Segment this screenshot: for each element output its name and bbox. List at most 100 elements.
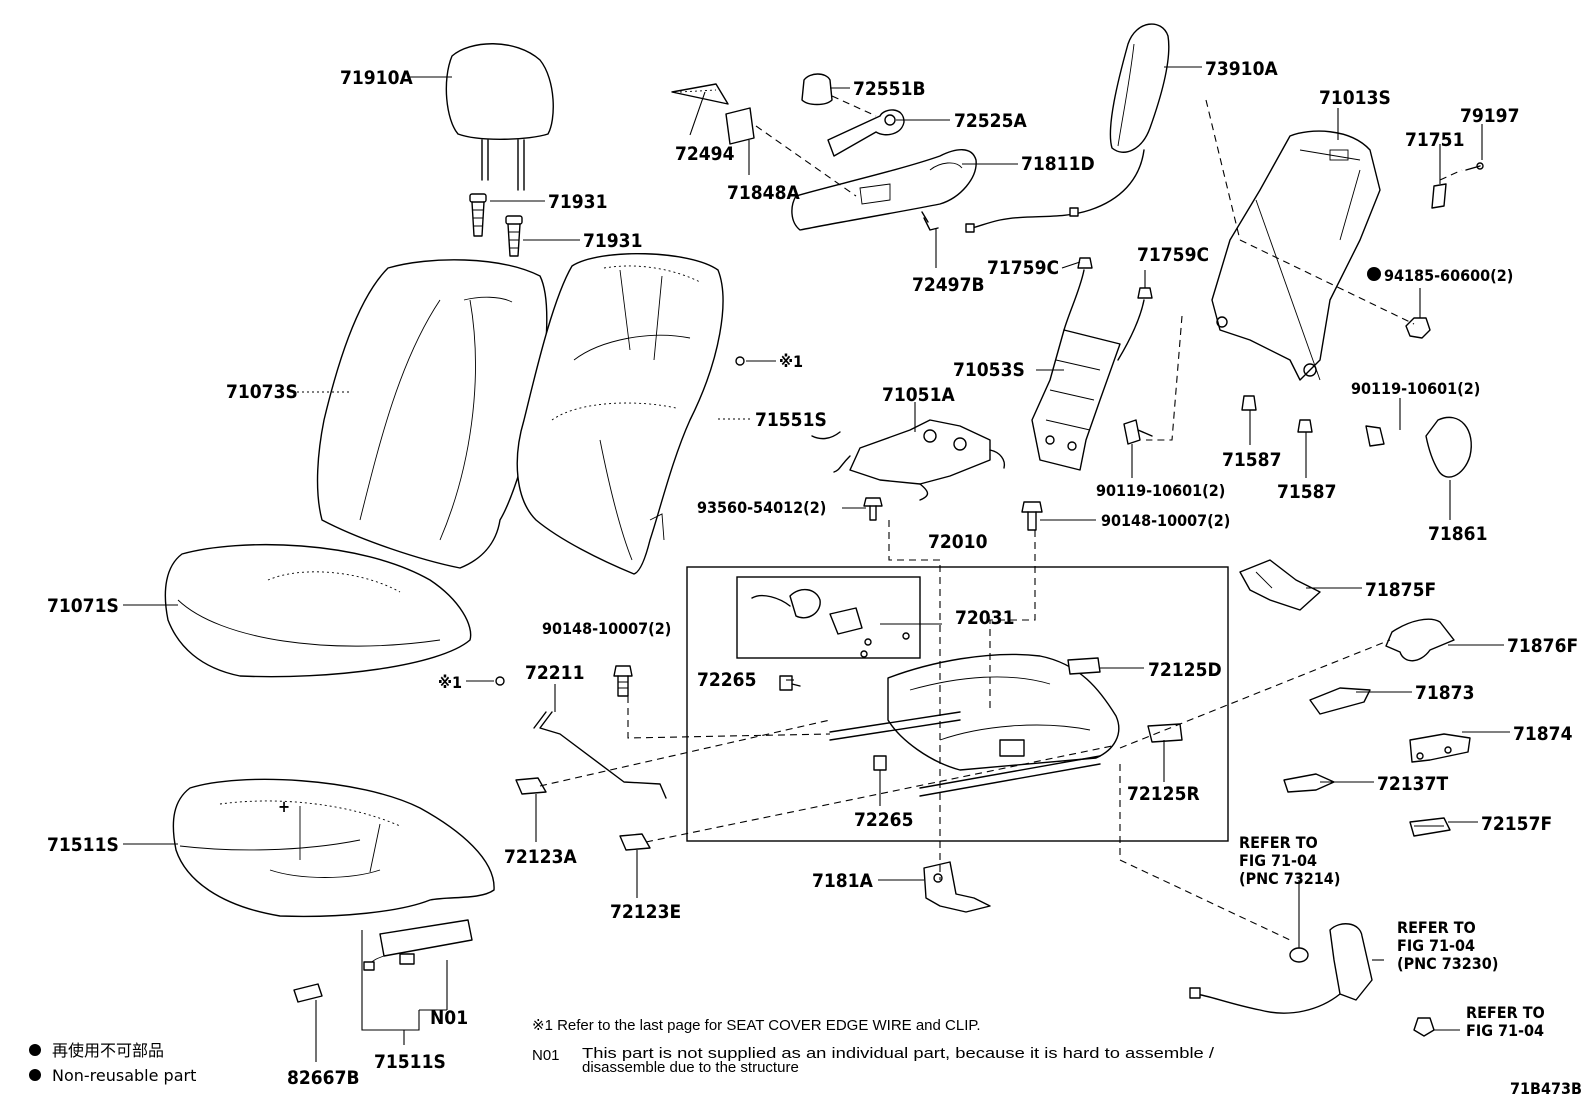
label-82667B: 82667B [287, 1067, 360, 1089]
label-90119-10601-a: 90119-10601(2) [1096, 481, 1225, 500]
label-90148-10007-b: 90148-10007(2) [542, 619, 671, 638]
label-72123E: 72123E [610, 901, 681, 923]
label-72123A: 72123A [504, 846, 577, 868]
label-72551B: 72551B [853, 78, 926, 100]
bolt-90148-10007-a [1021, 501, 1043, 531]
bushing-71587-a [1241, 395, 1257, 411]
label-71875F: 71875F [1365, 579, 1436, 601]
svg-text:REFER TO: REFER TO [1466, 1003, 1545, 1022]
screw-93560-54012 [863, 497, 883, 521]
clip-72497B [921, 211, 939, 231]
cover-71848A [725, 107, 755, 145]
label-73910A: 73910A [1205, 58, 1278, 80]
label-N01: N01 [430, 1007, 468, 1029]
part-labels: 71910A 71931 71931 71073S 71551S ※1 ※1 7… [47, 58, 1578, 1089]
nut-94185-60600 [1405, 317, 1431, 339]
cover-72157F [1409, 817, 1451, 837]
label-72265-a: 72265 [697, 669, 756, 691]
svg-text:(PNC 73214): (PNC 73214) [1239, 869, 1340, 888]
label-71511S-b: 71511S [374, 1051, 446, 1073]
lever-71751 [1431, 183, 1447, 209]
non-reusable-marker-94185 [1367, 267, 1381, 281]
note-n01-code: N01 [532, 1047, 560, 1064]
label-72497B: 72497B [912, 274, 985, 296]
label-72125R: 72125R [1127, 783, 1200, 805]
label-71931-b: 71931 [583, 230, 642, 252]
seat-cushion-pad-71511S: + [172, 778, 495, 918]
label-72265-b: 72265 [854, 809, 913, 831]
label-94185-60600: 94185-60600(2) [1384, 266, 1513, 285]
label-72125D: 72125D [1148, 659, 1222, 681]
label-90148-10007-a: 90148-10007(2) [1101, 511, 1230, 530]
label-71759C-a: 71759C [987, 257, 1059, 279]
seat-frame-72010 [829, 653, 1120, 797]
label-7181A: 7181A [812, 870, 874, 892]
note-edge-wire: ※1 Refer to the last page for SEAT COVER… [532, 1017, 981, 1034]
cover-71874 [1409, 733, 1471, 763]
label-71874: 71874 [1513, 723, 1573, 745]
cover-72494 [671, 83, 729, 105]
label-90119-10601-b: 90119-10601(2) [1351, 379, 1480, 398]
seatback-cover-71073S [316, 259, 548, 569]
label-edge-mark-upper: ※1 [779, 352, 803, 371]
knob-72551B [801, 73, 833, 106]
bolt-90119-10601-a [1123, 419, 1153, 445]
cover-71873 [1309, 687, 1371, 715]
grommet-71759C-b [1137, 287, 1153, 299]
bolt-90148-10007-b [613, 665, 633, 697]
label-71071S: 71071S [47, 595, 119, 617]
label-93560-54012: 93560-54012(2) [697, 498, 826, 517]
refer-block-73214: REFER TO FIG 71-04 (PNC 73214) [1239, 833, 1340, 888]
bushing-71587-b [1297, 419, 1313, 433]
label-72010: 72010 [928, 531, 988, 553]
seat-belt-buckle [1189, 923, 1435, 1037]
label-71051A: 71051A [882, 384, 955, 406]
figure-id: 71B473B [1510, 1079, 1582, 1098]
rod-72211 [533, 711, 667, 799]
note-n01-line1: This part is not supplied as an individu… [582, 1045, 1215, 1062]
cover-72125D [1067, 657, 1101, 675]
label-72031: 72031 [955, 607, 1014, 629]
label-71876F: 71876F [1507, 635, 1578, 657]
legend-dot-jp [29, 1044, 41, 1056]
side-airbag-73910A [965, 23, 1170, 233]
headrest-71910A [445, 43, 554, 191]
label-71073S: 71073S [226, 381, 298, 403]
label-71053S: 71053S [953, 359, 1025, 381]
sensor-mat-N01 [363, 919, 473, 971]
svg-text:FIG 71-04: FIG 71-04 [1239, 851, 1317, 870]
edge-wire-clip-upper [735, 356, 776, 366]
wire-harness-71051A [811, 419, 1006, 501]
label-71759C-b: 71759C [1137, 244, 1209, 266]
label-71861: 71861 [1428, 523, 1487, 545]
label-71931-a: 71931 [548, 191, 607, 213]
label-72525A: 72525A [954, 110, 1027, 132]
legend: 再使用不可部品 Non-reusable part [29, 1041, 196, 1085]
grommet-71759C-a [1077, 257, 1093, 269]
label-72494: 72494 [675, 143, 735, 165]
edge-wire-clip-lower [466, 676, 505, 686]
label-79197: 79197 [1460, 105, 1519, 127]
shield-71811D [791, 149, 977, 231]
label-72211: 72211 [525, 662, 584, 684]
cover-72137T [1283, 773, 1335, 793]
seat-track-assembly-box-72010 [686, 566, 1229, 842]
svg-text:(PNC 73230): (PNC 73230) [1397, 954, 1498, 973]
legend-en: Non-reusable part [52, 1066, 196, 1085]
clip-72123E [619, 833, 651, 851]
headrest-guide-71931-a [469, 193, 487, 237]
lumbar-support-71053S [1031, 269, 1145, 471]
leader-lines [123, 66, 1510, 1062]
clip-72265-b [873, 755, 887, 771]
lever-72525A [827, 109, 905, 157]
label-71751: 71751 [1405, 129, 1464, 151]
clip-82667B [293, 983, 323, 1003]
bolt-90119-10601-b [1365, 425, 1385, 447]
seat-cushion-cover-71071S [164, 543, 472, 678]
notes: ※1 Refer to the last page for SEAT COVER… [532, 1017, 1215, 1076]
cover-71876F [1385, 618, 1455, 662]
svg-text:FIG 71-04: FIG 71-04 [1466, 1021, 1544, 1040]
label-edge-mark-lower: ※1 [438, 673, 462, 692]
label-71873: 71873 [1415, 682, 1474, 704]
label-71848A: 71848A [727, 182, 800, 204]
